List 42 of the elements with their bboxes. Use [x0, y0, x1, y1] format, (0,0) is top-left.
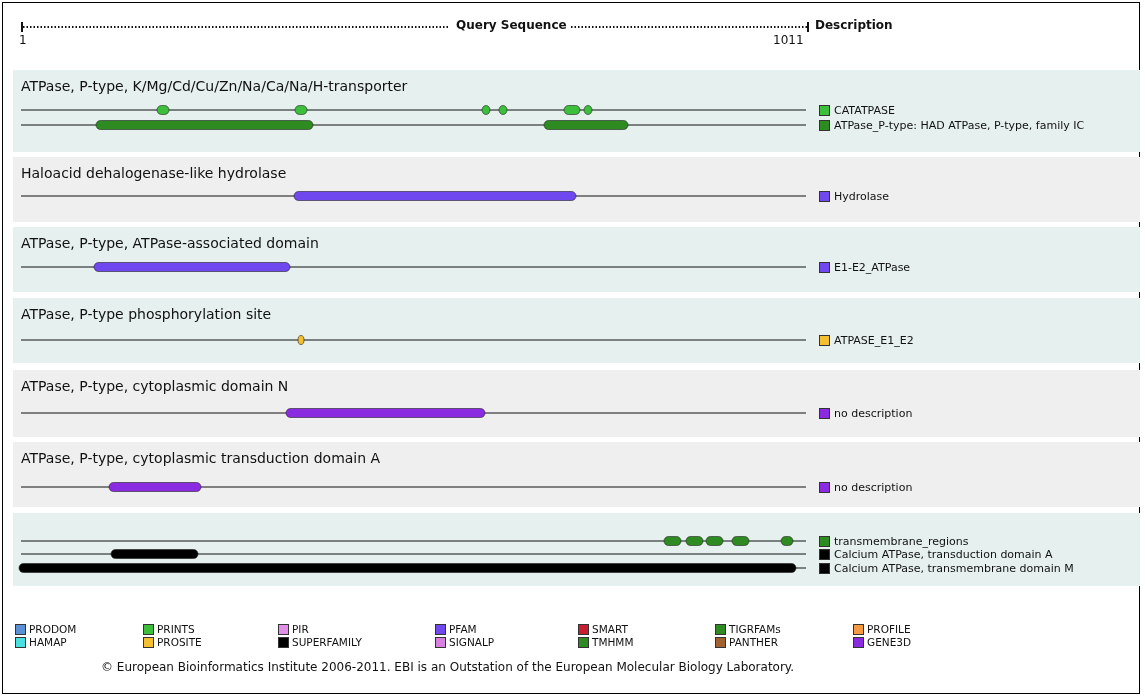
legend-label: PIR	[292, 623, 309, 635]
domain-band	[13, 70, 1140, 152]
legend-label: HAMAP	[29, 636, 67, 648]
legend-label: TIGRFAMs	[729, 623, 781, 635]
entry-title: Haloacid dehalogenase-like hydrolase	[21, 165, 287, 181]
domain-band	[13, 370, 1140, 437]
legend-label: PROFILE	[867, 623, 911, 635]
signature-description: transmembrane_regions	[834, 534, 969, 548]
domain-band	[13, 442, 1140, 507]
column-header: Description	[815, 18, 893, 32]
entry-title: ATPase, P-type, ATPase-associated domain	[21, 235, 319, 251]
legend-label: SIGNALP	[449, 636, 495, 648]
legend-label: PRINTS	[157, 623, 195, 635]
domain-band	[13, 298, 1140, 363]
sequence-start: 1	[19, 33, 27, 47]
copyright-note: © European Bioinformatics Institute 2006-2011. EBI is an Outstation of the European Molecular Biology Laboratory.	[101, 660, 795, 674]
legend-label: PFAM	[449, 623, 477, 635]
legend-label: GENE3D	[867, 636, 912, 648]
legend-label: PRODOM	[29, 623, 77, 635]
sequence-end: 1011	[773, 33, 804, 47]
legend-label: PANTHER	[729, 636, 778, 648]
ruler-title: Query Sequence	[456, 18, 567, 32]
signature-description: CATATPASE	[834, 103, 895, 117]
signature-description: ATPASE_E1_E2	[834, 333, 914, 347]
entry-title: ATPase, P-type, cytoplasmic domain N	[21, 378, 289, 394]
signature-description: no description	[834, 406, 913, 420]
legend-label: SUPERFAMILY	[292, 636, 362, 648]
domain-band	[13, 157, 1140, 222]
legend-label: SMART	[592, 623, 628, 635]
domain-band	[13, 227, 1140, 292]
signature-description: Calcium ATPase, transmembrane domain M	[834, 561, 1074, 575]
signature-description: ATPase_P-type: HAD ATPase, P-type, family IC	[834, 118, 1085, 132]
domain-band	[13, 513, 1140, 586]
signature-description: no description	[834, 480, 913, 494]
entry-title: ATPase, P-type, cytoplasmic transduction domain A	[21, 450, 381, 466]
entry-title: ATPase, P-type phosphorylation site	[21, 306, 272, 322]
signature-description: E1-E2_ATPase	[834, 260, 911, 274]
legend-label: PROSITE	[157, 636, 202, 648]
legend-label: TMHMM	[592, 636, 634, 648]
signature-description: Calcium ATPase, transduction domain A	[834, 547, 1053, 561]
signature-description: Hydrolase	[834, 189, 890, 203]
entry-title: ATPase, P-type, K/Mg/Cd/Cu/Zn/Na/Ca/Na/H-transporter	[21, 78, 408, 94]
